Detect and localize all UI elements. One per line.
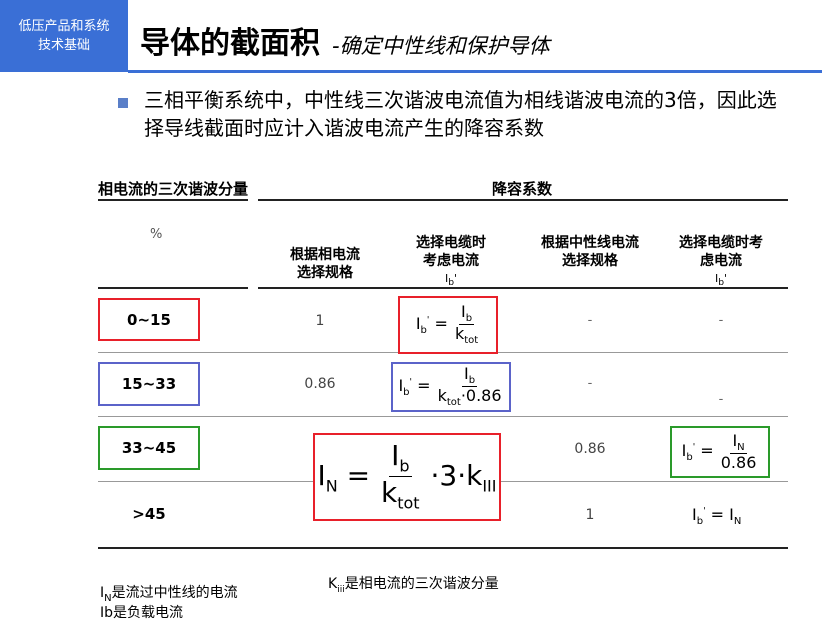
col-header-4: 选择电缆时考 虑电流 Ib' xyxy=(662,234,780,292)
col3-line2: 选择规格 xyxy=(562,253,618,269)
row1-col3-value: - xyxy=(587,313,593,328)
footnote-in-text: 是流过中性线的电流 xyxy=(111,585,238,601)
row-range-0-15: 0~15 xyxy=(98,298,200,341)
footnote-in: IN是流过中性线的电流 xyxy=(100,585,238,604)
title-text: 导体的截面积 xyxy=(140,26,320,61)
header-rule xyxy=(128,70,822,73)
footnote-ib: Ib是负载电流 xyxy=(100,605,184,621)
row-range-33-45: 33~45 xyxy=(98,426,200,470)
row3-col3-value: 0.86 xyxy=(574,441,606,457)
footnote-kiii-text: 是相电流的三次谐波分量 xyxy=(344,576,499,592)
col-header-3: 根据中性线电流 选择规格 xyxy=(520,234,660,270)
row-rule xyxy=(98,416,788,417)
row1-col4-value: - xyxy=(718,313,724,328)
row-rule xyxy=(258,287,788,289)
section-tag-line1: 低压产品和系统 xyxy=(18,19,110,34)
page-title: 导体的截面积 -确定中性线和保护导体 xyxy=(140,18,550,62)
col4-line2: 虑电流 xyxy=(700,253,742,269)
table-bottom-rule xyxy=(98,547,788,549)
row1-col1-value: 1 xyxy=(315,313,325,329)
section-tag: 低压产品和系统 技术基础 xyxy=(0,0,128,72)
left-header-rule xyxy=(98,199,248,201)
row2-col1-value: 0.86 xyxy=(304,376,336,392)
col-header-2: 选择电缆时 考虑电流 Ib' xyxy=(396,234,506,292)
formula-row4: Ib' = IN xyxy=(692,505,742,528)
left-header: 相电流的三次谐波分量 xyxy=(98,180,249,198)
col1-line2: 选择规格 xyxy=(297,265,353,281)
col2-line1: 选择电缆时 xyxy=(416,235,486,251)
col4-line1: 选择电缆时考 xyxy=(679,235,763,251)
row4-col3-value: 1 xyxy=(585,507,595,523)
subtitle-text: -确定中性线和保护导体 xyxy=(332,34,550,58)
col-header-1: 根据相电流 选择规格 xyxy=(270,246,380,282)
row-range-gt45: >45 xyxy=(98,492,200,536)
col3-line1: 根据中性线电流 xyxy=(541,235,639,251)
section-tag-line2: 技术基础 xyxy=(37,38,90,53)
col1-line1: 根据相电流 xyxy=(290,247,360,263)
percent-label: % xyxy=(150,227,163,242)
col2-line2: 考虑电流 xyxy=(423,253,479,269)
footnote-kiii: Kiii是相电流的三次谐波分量 xyxy=(328,576,499,595)
row-rule xyxy=(98,287,248,289)
bullet-text: 三相平衡系统中，中性线三次谐波电流值为相线谐波电流的3倍，因此选择导线截面时应计… xyxy=(144,88,777,140)
row2-col4-value: - xyxy=(718,392,724,407)
right-header-rule xyxy=(258,199,788,201)
row2-col3-value: - xyxy=(587,376,593,391)
right-header: 降容系数 xyxy=(492,180,553,198)
bullet-marker xyxy=(118,98,128,108)
row-range-15-33: 15~33 xyxy=(98,362,200,406)
